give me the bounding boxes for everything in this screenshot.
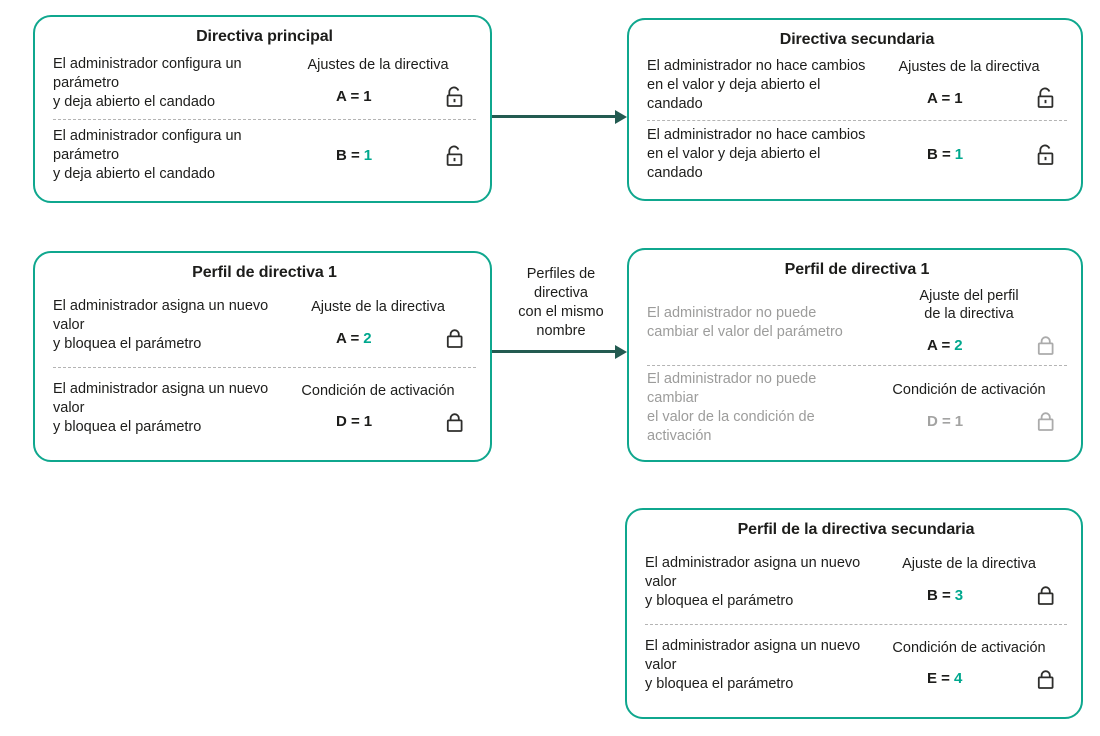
setting-row-a: El administrador asigna un nuevo valor y… [53,284,476,367]
lock-closed-icon [1034,333,1057,357]
row-subtitle: Ajuste del perfil de la directiva [919,287,1019,322]
setting-value: E =4 [927,670,963,688]
row-description: El administrador asigna un nuevo valor y… [645,554,861,609]
row-description: El administrador asigna un nuevo valor y… [645,638,861,693]
row-subtitle: Ajustes de la directiva [307,57,449,74]
policy-profile-1-card: Perfil de directiva 1 El administrador a… [33,251,492,462]
row-subtitle: Ajustes de la directiva [898,59,1040,76]
setting-row-b: El administrador configura un parámetro … [53,119,476,191]
row-right-column: Condición de activación D =1 [280,382,476,436]
row-subtitle: Condición de activación [301,382,455,399]
secondary-policy-card: Directiva secundaria El administrador no… [627,18,1083,201]
setting-row-d: El administrador asigna un nuevo valor y… [53,366,476,451]
row-right-column: Condición de activación D =1 [871,381,1067,435]
setting-row-a: El administrador configura un parámetro … [53,48,476,119]
inheritance-arrow-top [492,109,627,124]
card-rows: El administrador no hace cambios en el v… [647,51,1067,189]
setting-value: D =1 [927,412,964,430]
row-subtitle: Condición de activación [892,381,1046,398]
setting-value: A =2 [336,329,372,347]
setting-value: B =3 [927,586,964,604]
setting-value: A =2 [927,336,963,354]
setting-row-a: El administrador no hace cambios en el v… [647,51,1067,120]
profiles-same-name-label: Perfiles de directiva con el mismo nombr… [518,266,604,340]
lock-closed-icon [1034,409,1057,433]
lock-closed-icon [443,326,466,350]
card-rows: El administrador configura un parámetro … [53,48,476,191]
row-subtitle: Ajuste de la directiva [902,556,1036,573]
card-rows: El administrador asigna un nuevo valor y… [53,284,476,450]
setting-row-b: El administrador asigna un nuevo valor y… [645,541,1067,624]
lock-open-icon [443,85,466,109]
main-policy-card: Directiva principal El administrador con… [33,15,492,203]
card-rows: El administrador no puede cambiar el val… [647,281,1067,450]
row-right-column: Ajuste de la directiva B =3 [871,555,1067,609]
row-description: El administrador no puede cambiar el val… [647,370,817,445]
row-right-column: Ajuste de la directiva A =2 [280,298,476,352]
row-description: El administrador no hace cambios en el v… [647,57,866,112]
lock-closed-icon [1034,667,1057,691]
setting-row-a: El administrador no puede cambiar el val… [647,281,1067,365]
lock-open-icon [1034,143,1057,167]
row-right-column: Ajustes de la directiva A =1 [280,56,476,110]
row-right-column: B =1 [280,142,476,170]
row-description: El administrador no hace cambios en el v… [647,127,866,182]
row-right-column: Condición de activación E =4 [871,639,1067,693]
card-title: Directiva principal [196,28,333,45]
row-subtitle: Condición de activación [892,639,1046,656]
setting-value: A =1 [336,88,372,106]
lock-closed-icon [443,410,466,434]
inheritance-arrow-middle [492,344,627,359]
card-title: Perfil de directiva 1 [784,261,930,278]
row-subtitle: Ajuste de la directiva [311,299,445,316]
lock-closed-icon [1034,583,1057,607]
row-description: El administrador configura un parámetro … [53,55,242,111]
setting-value: A =1 [927,89,963,107]
setting-value: D =1 [336,413,373,431]
row-description: El administrador no puede cambiar el val… [647,304,843,340]
row-right-column: Ajustes de la directiva A =1 [871,58,1067,112]
lock-open-icon [1034,86,1057,110]
secondary-policy-profile-card: Perfil de la directiva secundaria El adm… [625,508,1083,719]
row-description: El administrador configura un parámetro … [53,127,242,183]
row-right-column: B =1 [871,141,1067,169]
card-title: Directiva secundaria [779,31,935,48]
row-description: El administrador asigna un nuevo valor y… [53,297,269,352]
setting-value: B =1 [927,146,964,164]
setting-row-d: El administrador no puede cambiar el val… [647,365,1067,450]
policy-profile-1-applied-card: Perfil de directiva 1 El administrador n… [627,248,1083,462]
setting-row-e: El administrador asigna un nuevo valor y… [645,623,1067,708]
row-description: El administrador asigna un nuevo valor y… [53,381,269,436]
row-right-column: Ajuste del perfil de la directiva A =2 [871,287,1067,359]
setting-value: B =1 [336,147,373,164]
card-rows: El administrador asigna un nuevo valor y… [645,541,1067,707]
card-title: Perfil de directiva 1 [192,264,337,281]
lock-open-icon [443,144,466,168]
card-title: Perfil de la directiva secundaria [737,521,975,538]
setting-row-b: El administrador no hace cambios en el v… [647,119,1067,190]
